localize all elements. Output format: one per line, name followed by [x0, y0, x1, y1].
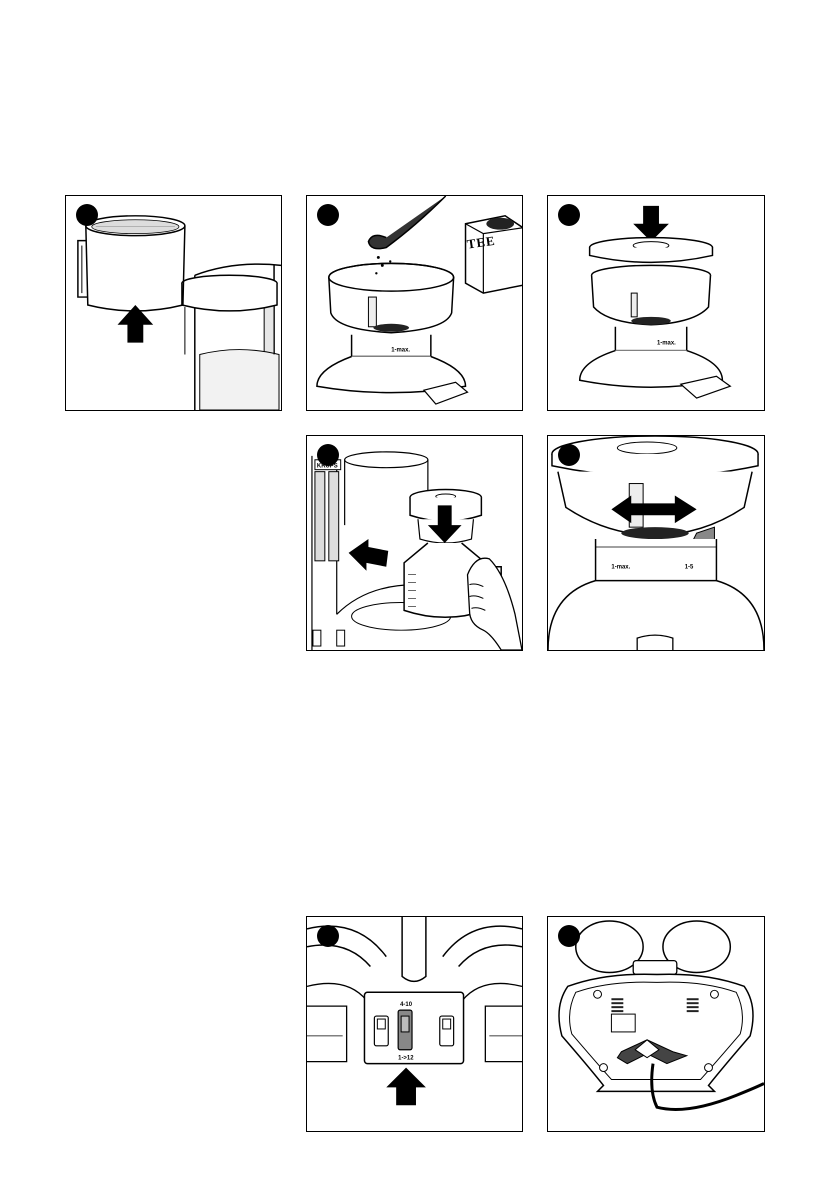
- step-badge-icon: [76, 204, 98, 226]
- step-badge-icon: [558, 925, 580, 947]
- setting-label-range: 1-5: [685, 565, 694, 571]
- setting-label-small: 1-max.: [391, 348, 410, 354]
- step-badge-icon: [558, 444, 580, 466]
- place-lid-illustration: 1-max.: [548, 196, 764, 410]
- setting-label-small-3: 1-max.: [611, 565, 630, 571]
- underside-cord-illustration: [548, 917, 764, 1131]
- switch-panel-illustration: 4-10 1->12: [307, 917, 522, 1131]
- step-panel-6: 4-10 1->12: [306, 916, 523, 1132]
- step-panel-5: 1-max. 1-5: [547, 435, 765, 651]
- insert-carafe-illustration: KRUPS: [307, 436, 522, 650]
- step-panel-3: 1-max.: [547, 195, 765, 411]
- step-badge-icon: [558, 204, 580, 226]
- setting-label-small-2: 1-max.: [657, 341, 676, 347]
- step-panel-1: [65, 195, 282, 411]
- filter-holder-illustration: [66, 196, 281, 410]
- add-tea-illustration: TEE 1-max.: [307, 196, 522, 410]
- step-badge-icon: [317, 444, 339, 466]
- spoon-icon: [368, 196, 445, 249]
- step-badge-icon: [317, 925, 339, 947]
- arrow-up-icon: [386, 1068, 426, 1106]
- step-panel-7: [547, 916, 765, 1132]
- arrow-left-icon: [349, 539, 389, 571]
- step-badge-icon: [317, 204, 339, 226]
- switch-label-small: 4-10: [400, 1002, 413, 1008]
- step-panel-4: KRUPS: [306, 435, 523, 651]
- step-panel-2: TEE 1-max.: [306, 195, 523, 411]
- arrow-down-icon: [633, 206, 669, 242]
- switch-label-large: 1->12: [398, 1056, 414, 1062]
- hand-icon: [468, 558, 522, 650]
- adjust-setting-illustration: 1-max. 1-5: [548, 436, 764, 650]
